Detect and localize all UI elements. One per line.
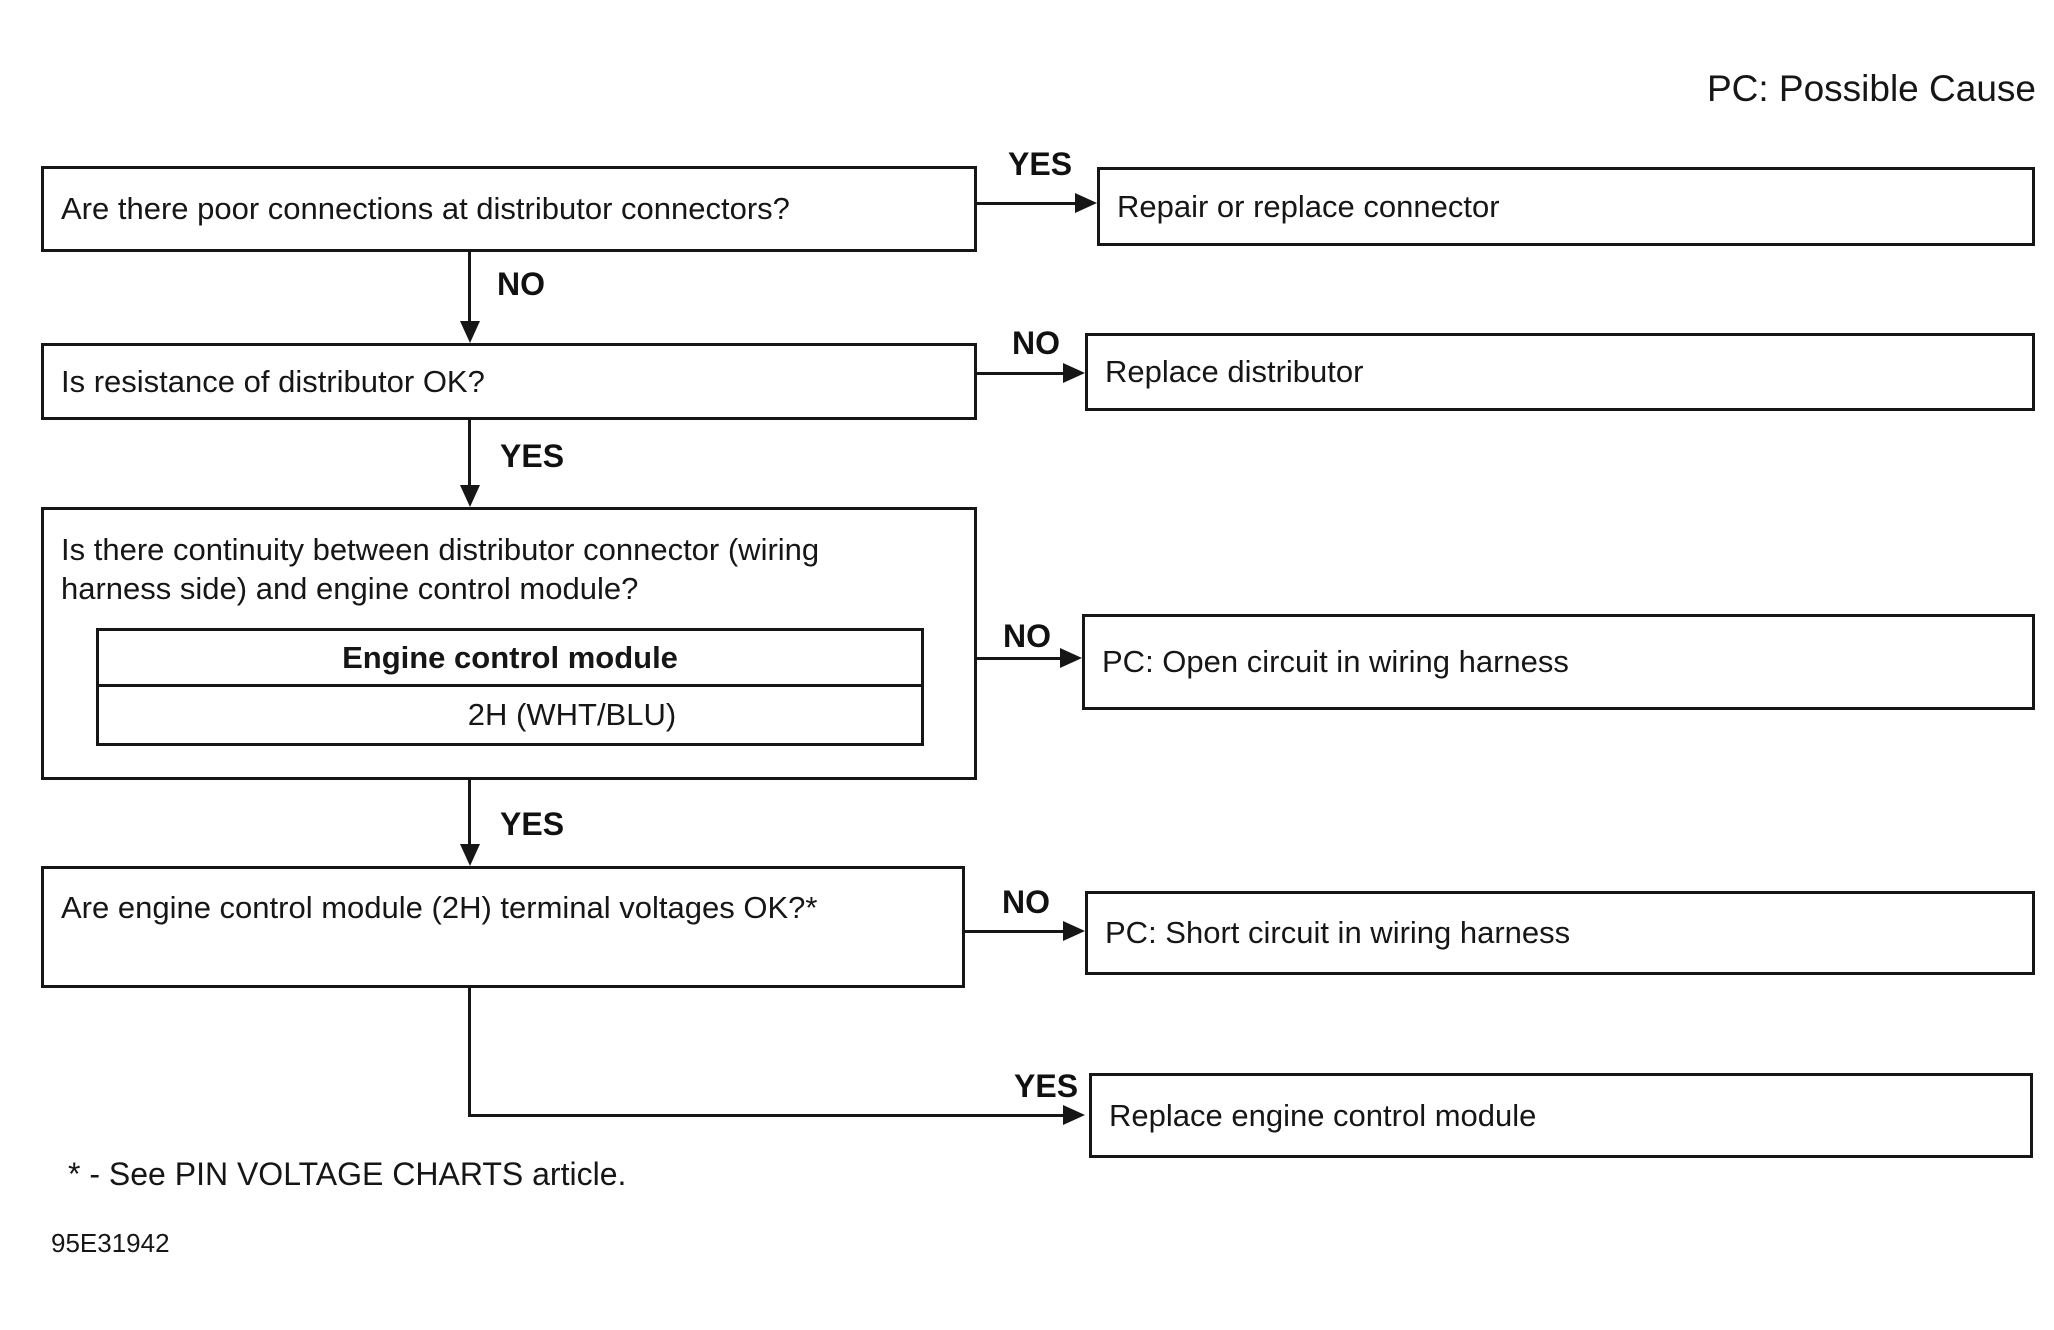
footnote-pin-voltage-charts: * - See PIN VOLTAGE CHARTS article. — [68, 1156, 627, 1192]
arrow-q1-yes-line — [977, 202, 1077, 205]
edge-label-q3-no: NO — [1003, 618, 1051, 654]
arrow-q4-no-line — [965, 930, 1065, 933]
figure-id: 95E31942 — [51, 1228, 170, 1258]
arrow-q2-no-line — [977, 372, 1065, 375]
action-box-replace-distributor: Replace distributor — [1085, 333, 2035, 411]
connector-q4-yes-hline — [468, 1114, 1065, 1117]
action-box-repair-replace-connector: Repair or replace connector — [1097, 167, 2035, 246]
edge-label-q3-yes: YES — [500, 806, 565, 842]
edge-label-q1-yes: YES — [1008, 146, 1073, 182]
arrow-q4-no-head — [1063, 921, 1085, 941]
edge-label-q4-yes: YES — [1014, 1068, 1079, 1104]
arrow-q1-yes-head — [1075, 193, 1097, 213]
question-box-continuity-check: Is there continuity between distributor … — [41, 507, 977, 780]
edge-label-q1-no: NO — [497, 266, 545, 302]
cause-text: PC: Short circuit in wiring harness — [1105, 915, 1571, 950]
ecm-connector-title: Engine control module — [99, 631, 921, 687]
question-box-distributor-resistance: Is resistance of distributor OK? — [41, 343, 977, 420]
question-text: Are there poor connections at distributo… — [61, 191, 790, 226]
connector-q4-yes-head — [1063, 1105, 1085, 1125]
question-text-line2: harness side) and engine control module? — [61, 571, 639, 606]
edge-label-q4-no: NO — [1002, 884, 1050, 920]
connector-q2-yes-head — [460, 485, 480, 507]
connector-q2-yes-line — [468, 420, 471, 486]
connector-q3-yes-head — [460, 844, 480, 866]
connector-q4-yes-vline — [468, 988, 471, 1117]
question-text: Is resistance of distributor OK? — [61, 363, 485, 399]
cause-text: PC: Open circuit in wiring harness — [1102, 644, 1569, 679]
arrow-q3-no-line — [977, 657, 1062, 660]
connector-q1-no-line — [468, 252, 471, 324]
question-box-poor-connections: Are there poor connections at distributo… — [41, 166, 977, 252]
question-box-terminal-voltages: Are engine control module (2H) terminal … — [41, 866, 965, 988]
edge-label-q2-yes: YES — [500, 438, 565, 474]
ecm-terminal-label: 2H (WHT/BLU) — [467, 697, 677, 732]
edge-label-q2-no: NO — [1012, 325, 1060, 361]
legend-pc-possible-cause: PC: Possible Cause — [1706, 68, 2036, 109]
arrow-q2-no-head — [1063, 363, 1085, 383]
connector-q3-yes-line — [468, 780, 471, 845]
cause-box-short-circuit: PC: Short circuit in wiring harness — [1085, 891, 2035, 975]
arrow-q3-no-head — [1060, 648, 1082, 668]
action-text: Replace distributor — [1105, 354, 1364, 389]
action-box-replace-ecm: Replace engine control module — [1089, 1073, 2033, 1158]
question-text: Are engine control module (2H) terminal … — [61, 890, 818, 925]
ecm-connector-table: Engine control module 2H (WHT/BLU) — [96, 628, 924, 746]
action-text: Repair or replace connector — [1117, 188, 1500, 224]
action-text: Replace engine control module — [1109, 1097, 1537, 1133]
question-text-line1: Is there continuity between distributor … — [61, 532, 820, 567]
connector-q1-no-head — [460, 321, 480, 343]
cause-box-open-circuit: PC: Open circuit in wiring harness — [1082, 614, 2035, 710]
